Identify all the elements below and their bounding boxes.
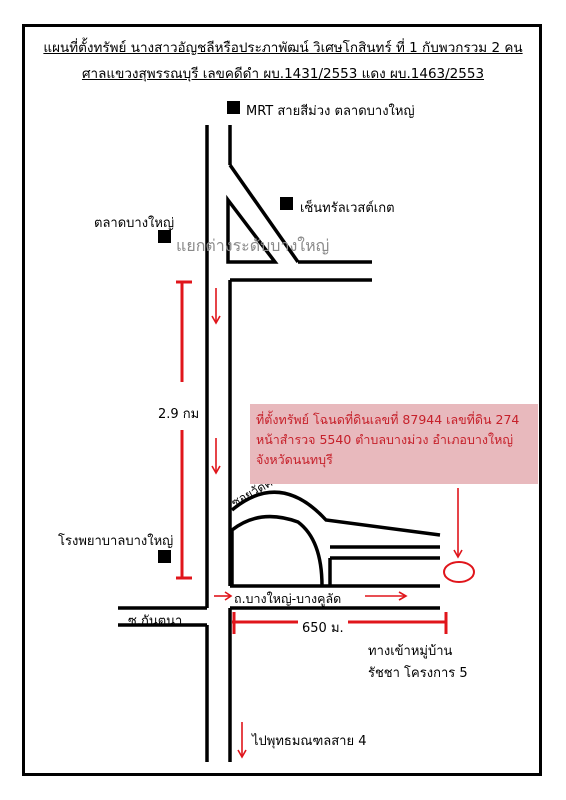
down-arrow bbox=[211, 288, 247, 759]
village-label-line2: รัชชา โครงการ 5 bbox=[368, 666, 468, 681]
hospital-marker-icon bbox=[158, 550, 171, 563]
interchange-label: แยกต่างระดับบางใหญ่ bbox=[176, 236, 330, 255]
central-label: เซ็นทรัลเวสต์เกต bbox=[300, 201, 395, 216]
map-title-line1: แผนที่ตั้งทรัพย์ นางสาวอัญชลีหรือประภาพั… bbox=[43, 40, 523, 56]
soi-curve-outer bbox=[230, 490, 441, 537]
central-marker-icon bbox=[280, 197, 293, 210]
phutthamonthon-label: ไปพุทธมณฑลสาย 4 bbox=[252, 734, 367, 749]
market-marker-icon bbox=[158, 230, 171, 243]
hospital-label: โรงพยาบาลบางใหญ่ bbox=[58, 534, 174, 549]
soi-curve-inner bbox=[230, 514, 324, 587]
mrt-marker-icon bbox=[227, 101, 240, 114]
property-callout: ที่ตั้งทรัพย์ โฉนดที่ดินเลขที่ 87944 เลข… bbox=[250, 404, 538, 484]
right-arrow bbox=[214, 591, 408, 601]
distance-main-label: 2.9 กม bbox=[158, 407, 200, 422]
mrt-label: MRT สายสีม่วง ตลาดบางใหญ่ bbox=[246, 104, 415, 119]
property-line2: หน้าสำรวจ 5540 ตำบลบางม่วง อำเภอบางใหญ่ bbox=[256, 432, 513, 447]
property-location-marker bbox=[443, 561, 475, 583]
village-label-line1: ทางเข้าหมู่บ้าน bbox=[368, 644, 453, 659]
bangyai-road-label: ถ.บางใหญ่-บางคูลัด bbox=[234, 591, 342, 606]
distance-side-label: 650 ม. bbox=[298, 617, 348, 638]
property-line3: จังหวัดนนทบุรี bbox=[256, 452, 333, 467]
map-frame bbox=[22, 24, 542, 776]
market-label: ตลาดบางใหญ่ bbox=[94, 216, 175, 231]
interchange-ramp bbox=[228, 163, 300, 264]
property-line1: ที่ตั้งทรัพย์ โฉนดที่ดินเลขที่ 87944 เลข… bbox=[256, 412, 520, 427]
map-title-line2: ศาลแขวงสุพรรณบุรี เลขคดีดำ ผบ.1431/2553 … bbox=[81, 66, 485, 82]
kannayao-label: ซ.กันตนา bbox=[128, 614, 183, 629]
interchange-island bbox=[226, 194, 279, 264]
